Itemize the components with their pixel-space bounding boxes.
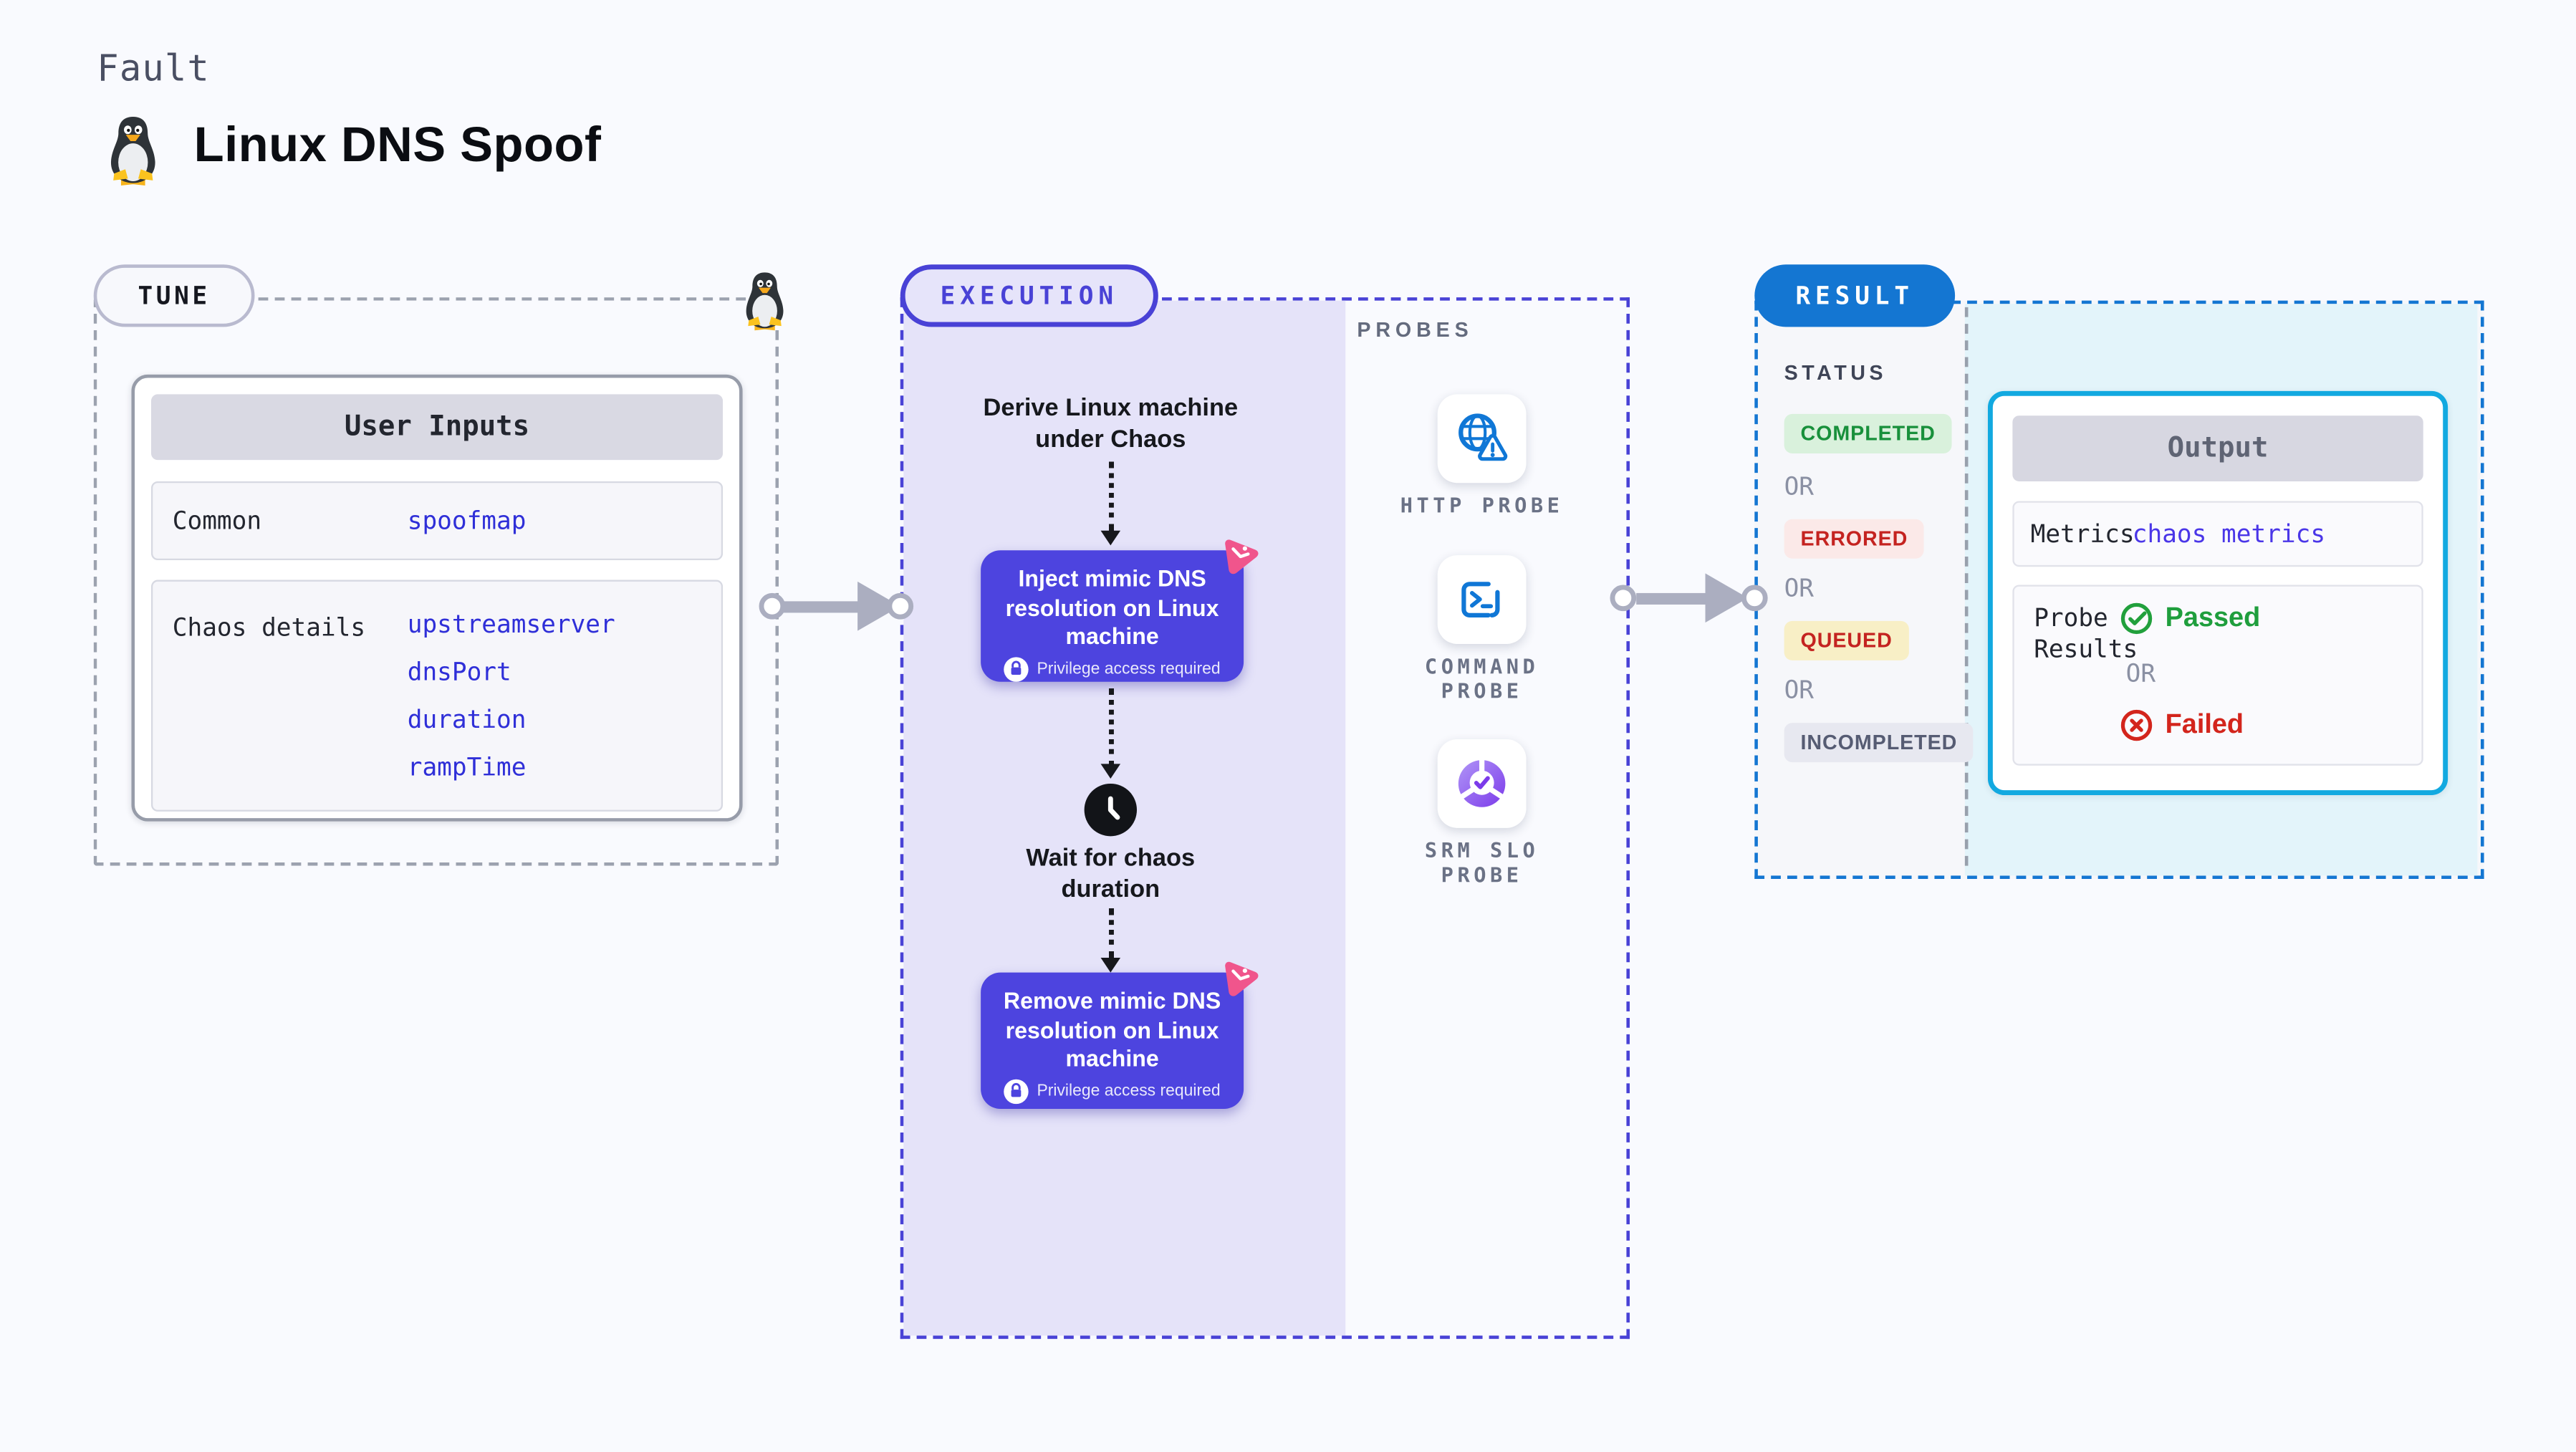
input-value: spoofmap xyxy=(407,505,527,535)
probe-results-row: Probe Results Passed OR Failed xyxy=(2012,585,2423,766)
tux-icon xyxy=(110,116,155,186)
fault-kicker: Fault xyxy=(97,49,210,91)
status-badge-queued: QUEUED xyxy=(1784,620,1909,660)
globe-alert-icon xyxy=(1458,413,1508,461)
passed-label: Passed xyxy=(2165,602,2261,633)
user-inputs-title: User Inputs xyxy=(150,394,724,461)
slo-pie-check-icon xyxy=(1458,757,1506,807)
execution-pill: EXECUTION xyxy=(900,264,1158,327)
flow-arrowhead-icon xyxy=(1100,958,1121,973)
remove-step-card: Remove mimic DNS resolution on Linux mac… xyxy=(981,961,1259,1110)
status-badge-incompleted: INCOMPLETED xyxy=(1784,723,1974,763)
probes-label: PROBES xyxy=(1357,318,1474,342)
inject-step-card: Inject mimic DNS resolution on Linux mac… xyxy=(981,539,1259,682)
status-label: STATUS xyxy=(1784,361,1888,385)
http-probe-card xyxy=(1437,394,1527,484)
connector-node xyxy=(759,592,786,620)
input-value: upstreamserver xyxy=(407,609,615,640)
status-badge-errored: ERRORED xyxy=(1784,519,1925,559)
lock-icon xyxy=(1004,656,1029,681)
srm-slo-probe-label: SRM SLO PROBE xyxy=(1424,837,1539,888)
probe-results-label: Probe Results xyxy=(2034,602,2138,664)
result-pill: RESULT xyxy=(1754,264,1956,327)
check-circle-icon xyxy=(2120,602,2153,635)
wait-step-label: Wait for chaos duration xyxy=(1026,844,1196,904)
flow-connector xyxy=(1107,688,1113,768)
or-label: OR xyxy=(1784,471,1815,501)
clock-icon xyxy=(1084,783,1138,837)
chaos-badge-icon xyxy=(1225,539,1259,574)
privilege-note: Privilege access required xyxy=(994,656,1230,681)
arrowhead-icon xyxy=(1705,573,1749,623)
arrow-icon xyxy=(1636,592,1712,604)
privilege-note-text: Privilege access required xyxy=(1037,659,1221,678)
command-probe-label: COMMAND PROBE xyxy=(1424,653,1539,703)
or-label: OR xyxy=(1784,675,1815,705)
x-circle-icon xyxy=(2120,709,2153,741)
input-value: duration xyxy=(407,704,527,735)
flow-connector xyxy=(1107,461,1113,531)
tux-corner-icon xyxy=(746,272,784,331)
failed-label: Failed xyxy=(2165,709,2244,740)
connector-node xyxy=(887,592,914,620)
metrics-row: Metrics chaos metrics xyxy=(2012,501,2423,567)
metrics-value: chaos metrics xyxy=(2132,519,2326,549)
privilege-note: Privilege access required xyxy=(994,1078,1230,1103)
http-probe-label: HTTP PROBE xyxy=(1400,493,1564,518)
tune-pill: TUNE xyxy=(93,264,255,327)
srm-slo-probe-card xyxy=(1437,739,1527,828)
connector-node xyxy=(1610,585,1637,612)
output-card: Output Metrics chaos metrics Probe Resul… xyxy=(1987,390,2448,795)
arrow-icon xyxy=(772,600,865,612)
privilege-note-text: Privilege access required xyxy=(1037,1082,1221,1100)
page-title: Linux DNS Spoof xyxy=(193,118,602,173)
metrics-label: Metrics xyxy=(2030,519,2135,549)
input-row-label: Common xyxy=(172,506,262,536)
output-title: Output xyxy=(2012,415,2423,481)
lock-icon xyxy=(1004,1078,1029,1103)
probe-result-passed: Passed xyxy=(2119,601,2260,635)
user-inputs-card: User Inputs Common spoofmap Chaos detail… xyxy=(131,374,743,822)
flow-connector xyxy=(1107,908,1113,958)
chaos-badge-icon xyxy=(1225,961,1259,996)
remove-step-label: Remove mimic DNS resolution on Linux mac… xyxy=(1003,987,1221,1072)
input-row-label: Chaos details xyxy=(172,612,366,643)
or-label: OR xyxy=(2125,658,2156,688)
inject-step-label: Inject mimic DNS resolution on Linux mac… xyxy=(1005,564,1219,649)
status-output-divider xyxy=(1964,307,1969,866)
user-inputs-row-chaos-details: Chaos details upstreamserver dnsPort dur… xyxy=(150,580,724,812)
user-inputs-row-common: Common spoofmap xyxy=(150,481,724,561)
terminal-icon xyxy=(1461,582,1500,617)
tune-section-box xyxy=(93,297,779,866)
flow-arrowhead-icon xyxy=(1100,764,1121,779)
command-probe-card xyxy=(1437,555,1527,645)
input-value: dnsPort xyxy=(407,657,511,687)
derive-step-label: Derive Linux machine under Chaos xyxy=(983,394,1239,453)
input-value: rampTime xyxy=(407,752,527,782)
flow-arrowhead-icon xyxy=(1100,530,1121,546)
connector-node xyxy=(1741,585,1768,612)
probe-result-failed: Failed xyxy=(2119,708,2244,742)
or-label: OR xyxy=(1784,573,1815,603)
status-badge-completed: COMPLETED xyxy=(1784,413,1952,453)
